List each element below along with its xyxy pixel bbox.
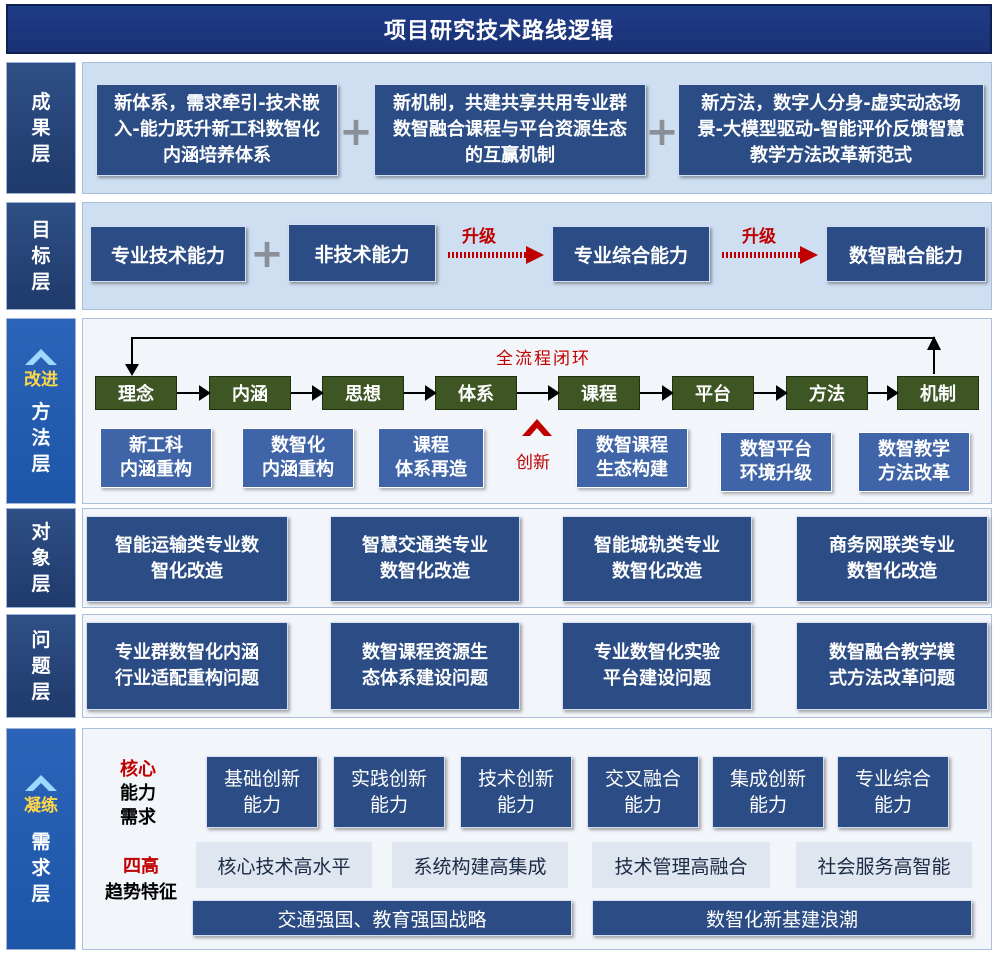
layer-label-wenti: 问 题 层 <box>6 614 76 718</box>
method-sub-6: 数智教学 方法改革 <box>858 432 970 492</box>
layer-label-xuqiu-text: 需 求 层 <box>31 831 51 905</box>
innovation-chevron-icon <box>522 419 552 436</box>
problem-box-2: 数智课程资源生 态体系建设问题 <box>330 622 520 710</box>
step-kecheng: 课程 <box>558 376 640 410</box>
ability-box-3: 技术创新 能力 <box>460 756 572 828</box>
chevron-up-icon <box>25 775 57 791</box>
object-box-3: 智能城轨类专业 数智化改造 <box>562 516 752 602</box>
chengguo-box-1: 新体系，需求牵引-技术嵌入-能力跃升新工科数智化内涵培养体系 <box>96 84 338 176</box>
core-need-label: 核心 能力 需求 <box>96 758 180 830</box>
fangfa-panel <box>82 318 992 504</box>
plus-icon: + <box>339 109 373 155</box>
ability-box-5: 集成创新 能力 <box>712 756 824 828</box>
method-sub-2: 数智化 内涵重构 <box>242 428 354 488</box>
step-linian: 理念 <box>95 376 177 410</box>
upgrade-label-1: 升级 <box>462 227 496 247</box>
object-box-2: 智慧交通类专业 数智化改造 <box>330 516 520 602</box>
trend-box-2: 系统构建高集成 <box>392 842 568 888</box>
upgrade-label-2: 升级 <box>742 227 776 247</box>
layer-label-xuqiu: 凝练 需 求 层 <box>6 728 76 950</box>
refine-label: 凝练 <box>24 796 58 816</box>
upgrade-arrow-icon <box>448 246 544 264</box>
core-label-black: 能力 需求 <box>120 783 156 828</box>
problem-box-3: 专业数智化实验 平台建设问题 <box>562 622 752 710</box>
object-box-1: 智能运输类专业数 智化改造 <box>86 516 288 602</box>
method-sub-1: 新工科 内涵重构 <box>100 428 212 488</box>
trend-box-3: 技术管理高融合 <box>592 842 770 888</box>
strategy-box-1: 交通强国、教育强国战略 <box>192 900 572 936</box>
ability-box-6: 专业综合 能力 <box>837 756 949 828</box>
step-arrows <box>177 385 899 401</box>
trend-box-1: 核心技术高水平 <box>196 842 372 888</box>
step-tixi: 体系 <box>435 376 517 410</box>
innovation-label: 创新 <box>516 453 550 473</box>
mubiao-box-1: 专业技术能力 <box>90 226 246 282</box>
trend-label-black: 趋势特征 <box>105 882 177 903</box>
core-label-red: 核心 <box>120 759 156 780</box>
plus-icon: + <box>645 109 679 155</box>
page-title: 项目研究技术路线逻辑 <box>6 4 992 54</box>
chengguo-box-2: 新机制，共建共享共用专业群数智融合课程与平台资源生态的互赢机制 <box>374 84 646 176</box>
chevron-up-icon <box>25 349 57 365</box>
ability-box-4: 交叉融合 能力 <box>587 756 699 828</box>
improve-label: 改进 <box>24 370 58 390</box>
mubiao-box-4: 数智融合能力 <box>826 226 986 282</box>
strategy-box-2: 数智化新基建浪潮 <box>592 900 972 936</box>
layer-label-fangfa-text: 方 法 层 <box>31 401 51 475</box>
problem-box-1: 专业群数智化内涵 行业适配重构问题 <box>86 622 288 710</box>
trend-label: 四高 趋势特征 <box>86 854 196 906</box>
problem-box-4: 数智融合教学模 式方法改革问题 <box>796 622 988 710</box>
ability-box-2: 实践创新 能力 <box>333 756 445 828</box>
step-sixiang: 思想 <box>322 376 404 410</box>
step-pingtai: 平台 <box>672 376 754 410</box>
layer-label-chengguo: 成 果 层 <box>6 62 76 194</box>
layer-label-duixiang: 对 象 层 <box>6 508 76 608</box>
step-neihan: 内涵 <box>209 376 291 410</box>
step-jizhi: 机制 <box>897 376 979 410</box>
trend-box-4: 社会服务高智能 <box>796 842 972 888</box>
mubiao-box-2: 非技术能力 <box>288 224 436 282</box>
plus-icon: + <box>250 231 284 277</box>
object-box-4: 商务网联类专业 数智化改造 <box>796 516 988 602</box>
method-sub-5: 数智平台 环境升级 <box>720 432 832 492</box>
layer-label-fangfa: 改进 方 法 层 <box>6 318 76 504</box>
trend-label-red: 四高 <box>123 856 159 877</box>
mubiao-box-3: 专业综合能力 <box>552 226 710 282</box>
chengguo-box-3: 新方法，数字人分身-虚实动态场景-大模型驱动-智能评价反馈智慧教学方法改革新范式 <box>678 84 984 176</box>
loop-label: 全流程闭环 <box>496 349 591 369</box>
method-sub-3: 课程 体系再造 <box>378 428 484 488</box>
ability-box-1: 基础创新 能力 <box>206 756 318 828</box>
method-sub-4: 数智课程 生态构建 <box>576 428 688 488</box>
upgrade-arrow-icon <box>722 246 818 264</box>
loop-arrow <box>125 336 941 376</box>
step-fangfa: 方法 <box>786 376 868 410</box>
layer-label-mubiao: 目 标 层 <box>6 202 76 310</box>
